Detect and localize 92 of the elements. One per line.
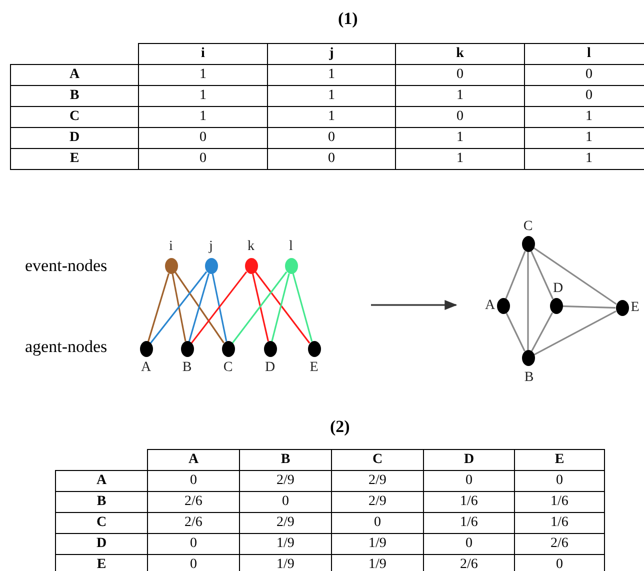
row-header: C	[10, 106, 138, 128]
heading-text: agent-nodes	[25, 337, 108, 357]
table-cell: 0	[396, 64, 524, 86]
table-cell: 1	[268, 106, 396, 128]
table-cell: 0	[396, 106, 524, 128]
node-label: C	[523, 219, 533, 235]
row-header: B	[10, 86, 138, 106]
row-header: C	[56, 512, 148, 534]
node-label: B	[524, 370, 534, 386]
table-cell: 1	[396, 148, 524, 170]
graph-edge	[188, 273, 210, 342]
graph-edge	[252, 274, 270, 342]
column-header: B	[240, 450, 332, 470]
table-cell: 1	[396, 86, 524, 106]
table-cell: 1/9	[332, 534, 424, 554]
graph-edge	[254, 271, 310, 344]
row-header: A	[10, 64, 138, 86]
table-cell: 0	[148, 534, 240, 554]
column-header: D	[424, 450, 514, 470]
table-cell: 1	[138, 106, 268, 128]
node-label: l	[289, 239, 293, 255]
row-header: E	[56, 554, 148, 571]
graph-edge	[148, 273, 170, 342]
node-label: j	[209, 239, 213, 255]
graph-edge	[533, 247, 617, 305]
graph-edge	[534, 310, 616, 356]
graph-edge	[174, 272, 224, 344]
graph-edge	[271, 273, 290, 342]
row-header: D	[56, 534, 148, 554]
table-cell: 2/6	[148, 492, 240, 512]
table-cell: 1	[268, 86, 396, 106]
column-header: k	[396, 44, 524, 64]
table-cell: 0	[514, 470, 604, 492]
heading-text: (2)	[330, 417, 350, 437]
table-cell: 0	[424, 534, 514, 554]
table-cell: 2/6	[148, 512, 240, 534]
node-label: i	[169, 239, 173, 255]
graph-edge	[292, 273, 313, 342]
table-cell: 1/6	[514, 492, 604, 512]
table-cell: 1/9	[240, 534, 332, 554]
column-header: j	[268, 44, 396, 64]
table-cell: 1	[396, 128, 524, 148]
heading-text: event-nodes	[25, 256, 108, 276]
node-label: B	[182, 360, 192, 376]
table-cell: 2/9	[240, 470, 332, 492]
table-cell: 1/6	[424, 512, 514, 534]
node-label: E	[310, 360, 318, 376]
table-cell: 2/6	[514, 534, 604, 554]
row-header: B	[56, 492, 148, 512]
table-cell: 1	[138, 86, 268, 106]
table-cell: 2/9	[332, 492, 424, 512]
row-header: D	[10, 128, 138, 148]
row-header: A	[56, 470, 148, 492]
graph-edge	[505, 250, 526, 300]
table-cell: 2/9	[332, 470, 424, 492]
column-header: A	[148, 450, 240, 470]
table-cell: 0	[138, 148, 268, 170]
node-label: D	[552, 281, 564, 297]
graph-edge	[530, 250, 554, 300]
column-header: l	[524, 44, 644, 64]
graph-edge	[506, 312, 526, 352]
table-cell: 1/6	[424, 492, 514, 512]
table-cell: 0	[268, 148, 396, 170]
column-header: C	[332, 450, 424, 470]
table-cell: 1/6	[514, 512, 604, 534]
table-cell: 0	[240, 492, 332, 512]
graph-edge	[172, 274, 186, 342]
node-label: A	[140, 360, 152, 376]
graph-edge	[212, 274, 228, 342]
node-label: A	[484, 298, 496, 314]
column-header: E	[514, 450, 604, 470]
column-header: i	[138, 44, 268, 64]
heading-text: (1)	[338, 9, 358, 29]
node-label: D	[264, 360, 276, 376]
table-cell: 1	[268, 64, 396, 86]
table-cell: 0	[332, 512, 424, 534]
node-label: k	[248, 239, 254, 255]
table-cell: 0	[138, 128, 268, 148]
table-cell: 0	[424, 470, 514, 492]
graph-edge	[150, 271, 208, 344]
node-label: C	[223, 360, 233, 376]
table-cell: 0	[148, 470, 240, 492]
graph-edge	[562, 305, 616, 309]
node-label: E	[630, 300, 640, 316]
table-cell: 1	[138, 64, 268, 86]
graph-edge	[232, 271, 288, 344]
table-cell: 0	[268, 128, 396, 148]
graph-edge	[190, 271, 248, 344]
graph-edge	[530, 312, 554, 352]
graph-edge	[527, 252, 529, 350]
row-header: E	[10, 148, 138, 170]
table-cell: 2/9	[240, 512, 332, 534]
